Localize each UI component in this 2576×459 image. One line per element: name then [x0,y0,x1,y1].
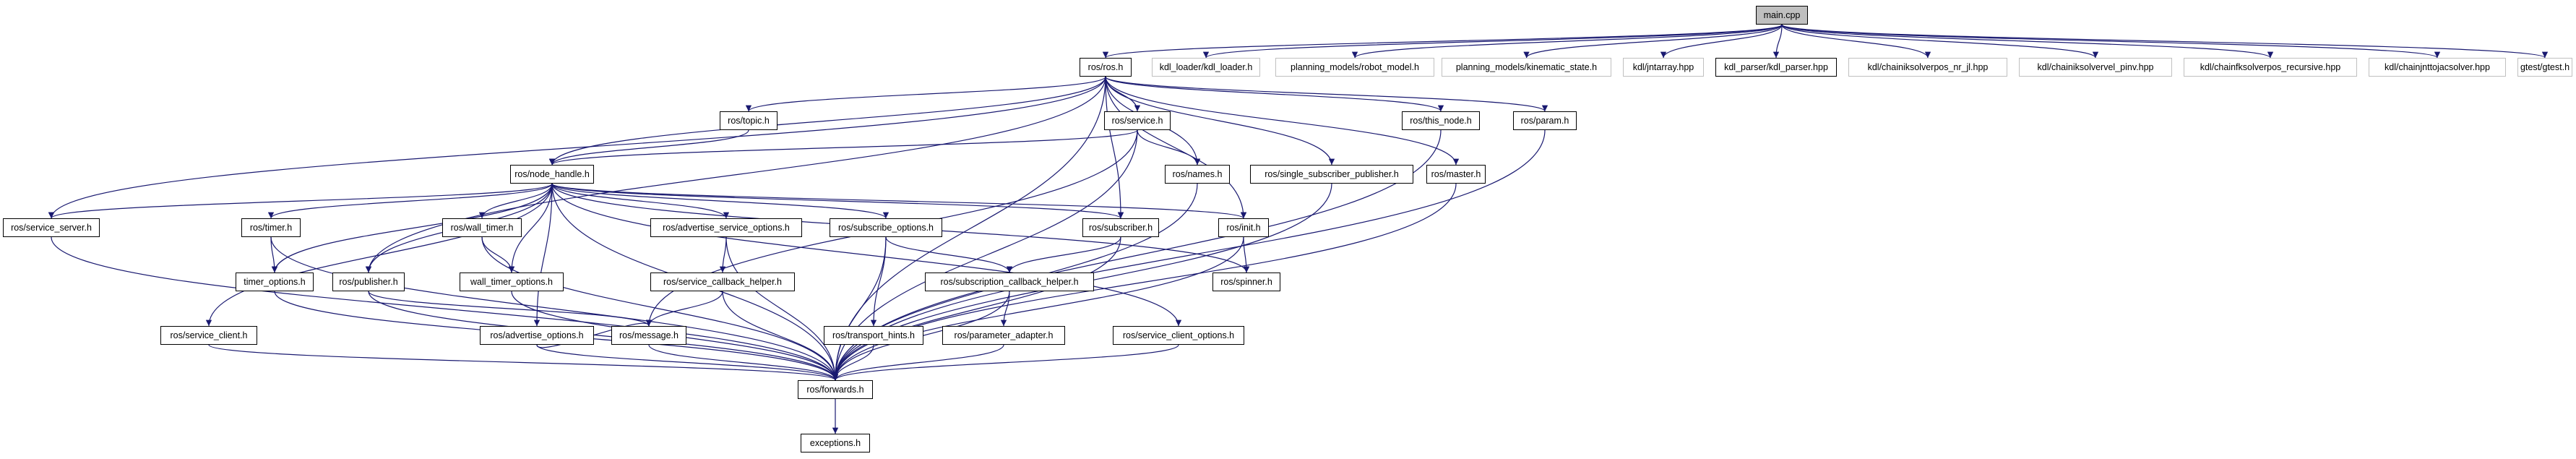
node-exceptions[interactable]: exceptions.h [801,434,870,452]
edge-timer-to-timer_options [270,236,278,273]
node-timer[interactable]: ros/timer.h [241,218,301,237]
edge-publisher-to-message [368,291,652,327]
edge-service-to-node_handle [549,129,1138,166]
node-ros-h[interactable]: ros/ros.h [1080,58,1132,77]
edge-subscribe_options-to-forwards [832,236,887,381]
edge-node_handle-to-subscriber [551,183,1124,219]
edge-advertise_service_options-to-forwards [725,236,839,381]
edge-node_handle-to-wall_timer [478,183,553,219]
edge-main_cpp-to-chainfksolverpos_recursive [1781,24,2273,59]
node-service-callback-helper[interactable]: ros/service_callback_helper.h [650,273,795,291]
node-transport-hints[interactable]: ros/transport_hints.h [824,326,923,345]
edge-node_handle-to-service_client_options [551,183,1182,327]
node-subscription-callback-helper[interactable]: ros/subscription_callback_helper.h [925,273,1094,291]
node-gtest[interactable]: gtest/gtest.h [2517,58,2572,77]
node-service-client-options[interactable]: ros/service_client_options.h [1113,326,1244,345]
edge-message-to-forwards [648,344,839,381]
edge-wall_timer-to-forwards [481,236,839,381]
edge-main_cpp-to-kdl_parser [1772,24,1783,59]
edge-ros_h-to-node_handle [548,76,1106,166]
edge-node_handle-to-advertise_options [533,183,553,327]
edge-ros_h-to-param [1105,76,1548,112]
edge-main_cpp-to-jntarray [1660,24,1783,59]
edge-node_handle-to-subscribe_options [551,183,889,219]
edge-subscribe_options-to-subscription_callback_helper [885,236,1013,273]
edge-service_client_options-to-forwards [832,344,1179,381]
node-spinner[interactable]: ros/spinner.h [1212,273,1280,291]
edge-ros_h-to-topic [745,76,1106,112]
node-param[interactable]: ros/param.h [1513,111,1577,130]
edge-ros_h-to-master [1105,76,1460,166]
edge-main_cpp-to-chainjnttojacsolver [1781,24,2440,59]
edge-main_cpp-to-gtest [1781,24,2548,59]
node-topic[interactable]: ros/topic.h [720,111,777,130]
node-chainjnttojacsolver[interactable]: kdl/chainjnttojacsolver.hpp [2369,58,2506,77]
edge-service_server-to-forwards [51,236,839,381]
edge-service_client-to-forwards [208,344,838,381]
edge-main_cpp-to-kdl_loader [1203,24,1783,59]
edge-publisher-to-forwards [368,291,839,381]
edge-ros_h-to-single_subscriber_publisher [1105,76,1335,166]
edge-service_callback_helper-to-forwards [722,291,839,381]
edge-parameter_adapter-to-forwards [832,344,1004,381]
edge-timer-to-forwards [270,236,839,381]
node-wall-timer-options[interactable]: wall_timer_options.h [460,273,564,291]
node-forwards[interactable]: ros/forwards.h [798,380,873,399]
edge-subscriber-to-subscription_callback_helper [1006,236,1121,273]
edge-ros_h-to-init [1105,76,1247,219]
edge-node_handle-to-timer_options [271,183,553,273]
node-service-client[interactable]: ros/service_client.h [160,326,257,345]
node-wall-timer[interactable]: ros/wall_timer.h [442,218,522,237]
node-init[interactable]: ros/init.h [1218,218,1269,237]
edge-main_cpp-to-ros_h [1103,24,1783,59]
node-chainiksolverpos-nr-jl[interactable]: kdl/chainiksolverpos_nr_jl.hpp [1848,58,2007,77]
node-node-handle[interactable]: ros/node_handle.h [510,165,594,184]
node-service[interactable]: ros/service.h [1104,111,1171,130]
node-publisher[interactable]: ros/publisher.h [332,273,405,291]
edge-node_handle-to-service_server [48,183,553,219]
edge-main_cpp-to-kinematic_state [1523,24,1783,59]
edge-node_handle-to-service_client [205,183,553,327]
node-service-server[interactable]: ros/service_server.h [3,218,100,237]
node-advertise-options[interactable]: ros/advertise_options.h [480,326,594,345]
node-master[interactable]: ros/master.h [1426,165,1486,184]
node-advertise-service-options[interactable]: ros/advertise_service_options.h [650,218,802,237]
edge-main_cpp-to-chainiksolverpos_nr_jl [1781,24,1931,59]
edge-service-to-names [1137,129,1201,166]
node-message[interactable]: ros/message.h [611,326,686,345]
edge-node_handle-to-init [551,183,1246,219]
node-single-subscriber-publisher[interactable]: ros/single_subscriber_publisher.h [1250,165,1413,184]
edge-ros_h-to-service_server [48,76,1106,219]
edge-ros_h-to-publisher [365,76,1106,273]
edge-topic-to-node_handle [548,129,749,166]
edge-main_cpp-to-robot_model [1352,24,1783,59]
node-kdl-parser[interactable]: kdl_parser/kdl_parser.hpp [1715,58,1837,77]
node-timer-options[interactable]: timer_options.h [236,273,314,291]
edge-init-to-spinner [1243,236,1250,273]
node-robot-model[interactable]: planning_models/robot_model.h [1275,58,1434,77]
edge-advertise_options-to-forwards [536,344,839,381]
edge-subscriber-to-forwards [832,236,1121,381]
edge-ros_h-to-subscriber [1105,76,1124,219]
node-main-cpp[interactable]: main.cpp [1756,6,1808,25]
node-names[interactable]: ros/names.h [1165,165,1230,184]
edge-node_handle-to-timer [267,183,553,219]
node-kdl-loader[interactable]: kdl_loader/kdl_loader.h [1152,58,1260,77]
node-subscriber[interactable]: ros/subscriber.h [1082,218,1159,237]
node-chainfksolverpos-recursive[interactable]: kdl/chainfksolverpos_recursive.hpp [2184,58,2357,77]
edge-init-to-forwards [832,236,1244,381]
node-parameter-adapter[interactable]: ros/parameter_adapter.h [942,326,1065,345]
node-subscribe-options[interactable]: ros/subscribe_options.h [830,218,942,237]
node-kinematic-state[interactable]: planning_models/kinematic_state.h [1442,58,1611,77]
edge-node_handle-to-wall_timer_options [508,183,553,273]
node-jntarray[interactable]: kdl/jntarray.hpp [1623,58,1704,77]
edge-ros_h-to-this_node [1105,76,1444,112]
edge-node_handle-to-advertise_service_options [551,183,730,219]
edge-main_cpp-to-chainiksolvervel_pinv [1781,24,2099,59]
node-this-node[interactable]: ros/this_node.h [1402,111,1480,130]
node-chainiksolvervel-pinv[interactable]: kdl/chainiksolvervel_pinv.hpp [2019,58,2172,77]
